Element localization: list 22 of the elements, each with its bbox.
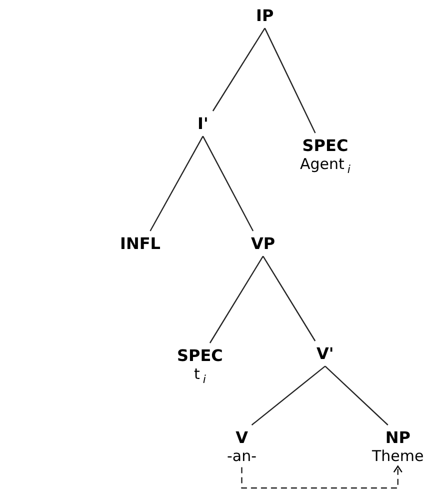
category-label: SPEC	[177, 346, 223, 366]
category-label: SPEC	[301, 136, 350, 156]
category-label: IP	[256, 6, 274, 26]
category-label: VP	[251, 234, 276, 254]
category-label: NP	[384, 428, 412, 448]
tree-branch	[212, 28, 266, 112]
tree-branch	[202, 136, 254, 232]
movement-arrow	[241, 466, 402, 489]
word-label: t$_{i}$	[192, 365, 207, 386]
tree-branch	[264, 28, 316, 134]
tree-branch	[150, 136, 204, 232]
tree-branch	[324, 366, 388, 426]
word-label: Agent$_{i}$	[300, 155, 350, 176]
category-label: V	[234, 428, 249, 448]
word-label: Theme	[372, 447, 424, 466]
tree-branch	[262, 256, 316, 342]
tree-branch	[209, 256, 264, 344]
category-label: V'	[316, 344, 334, 364]
category-label: INFL	[120, 234, 160, 254]
category-label: I'	[198, 114, 208, 134]
tree-branch	[251, 366, 326, 426]
word-label: -an-	[227, 447, 257, 466]
